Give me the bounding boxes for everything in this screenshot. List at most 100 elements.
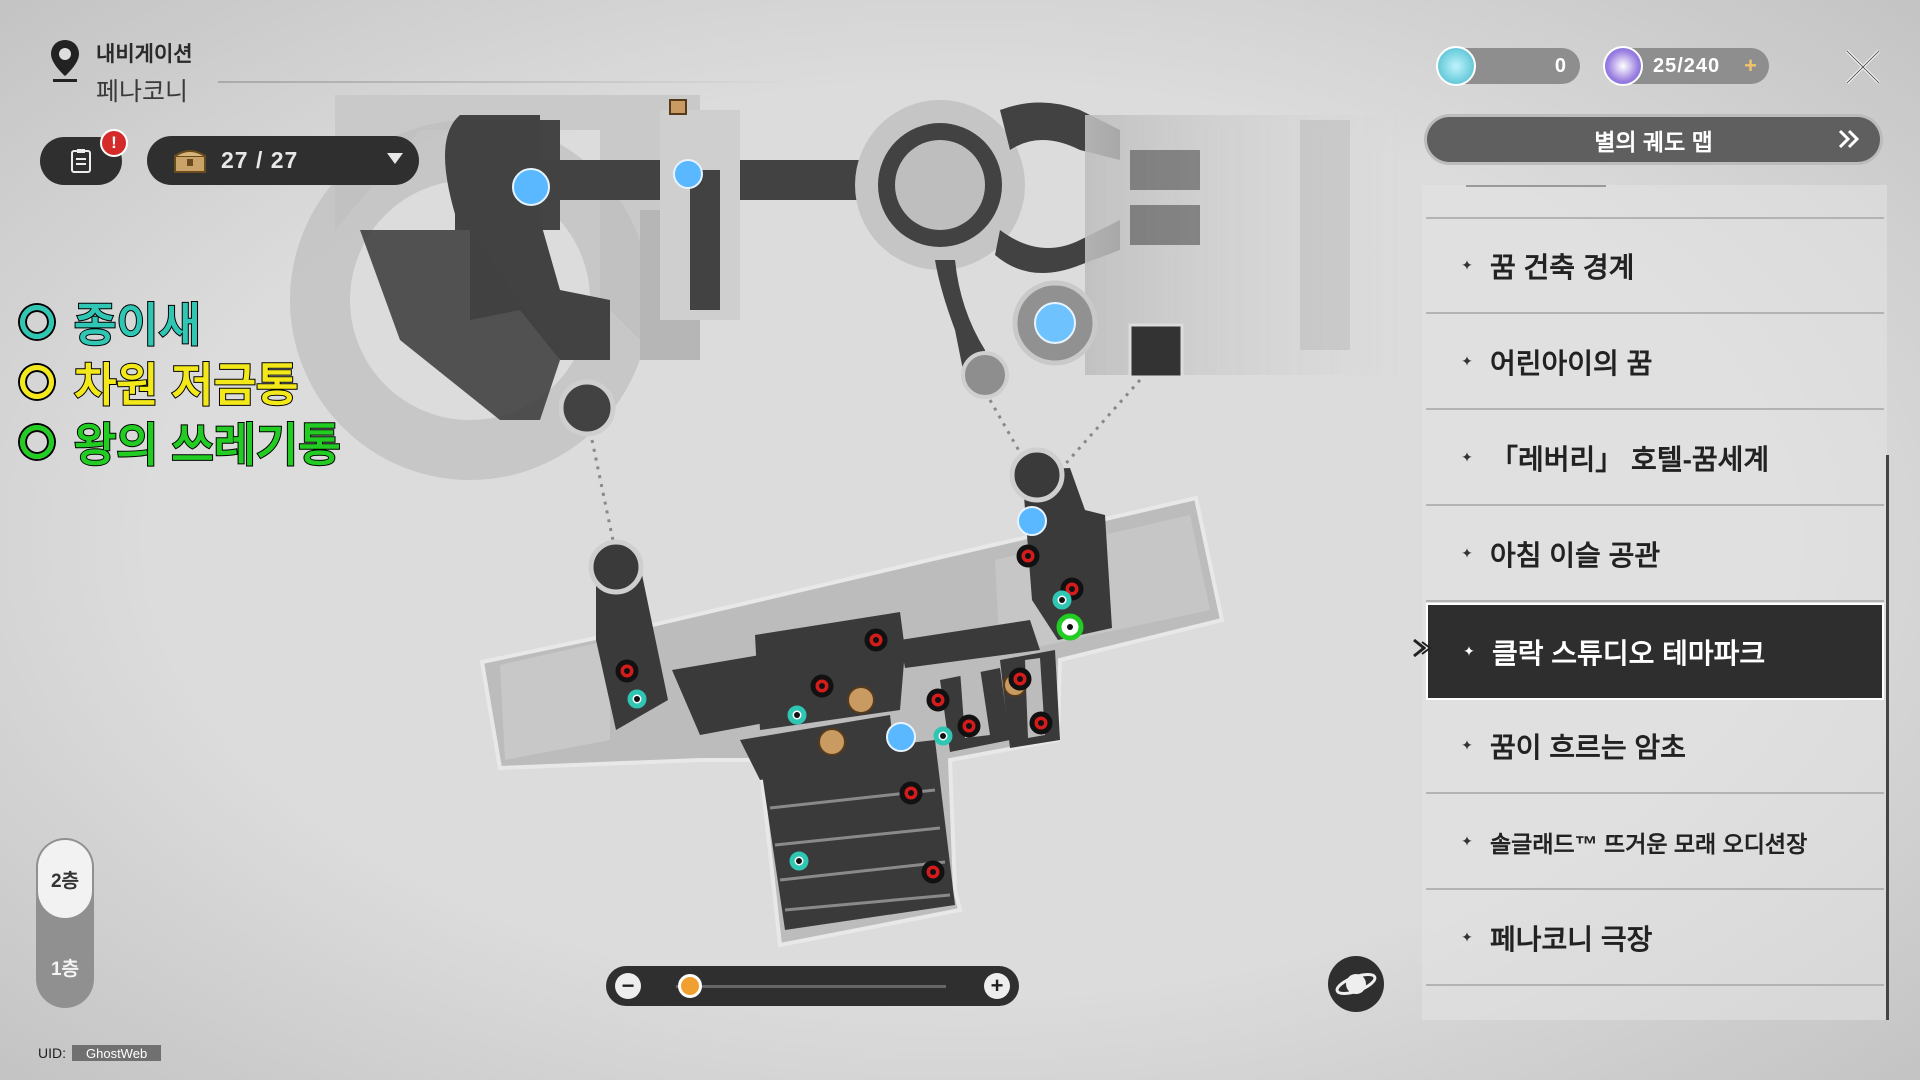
area-list-label: 어린아이의 꿈 xyxy=(1490,347,1653,379)
teleport-icons xyxy=(512,159,1076,752)
legend-ring-icon xyxy=(20,425,54,459)
star-rail-map-button[interactable]: 별의 궤도 맵 xyxy=(1427,117,1880,162)
film-reel-icon[interactable] xyxy=(512,168,550,206)
area-list-label: 솔글래드™ 뜨거운 모래 오디션장 xyxy=(1490,830,1808,857)
navigation-title: 내비게이션 xyxy=(96,43,193,66)
star-bullet-icon: ✦ xyxy=(1461,353,1473,369)
trailblaze-power-value: 25/240 xyxy=(1653,54,1721,77)
legend-ring-icon xyxy=(20,365,54,399)
red-markers xyxy=(615,544,1084,884)
fuel-icon xyxy=(1436,46,1476,86)
area-list-item[interactable]: ✦ 어린아이의 꿈 xyxy=(1426,315,1884,410)
trash-can-marker-center xyxy=(1067,624,1073,630)
panel-title: 별의 궤도 맵 xyxy=(1594,128,1713,155)
legend-item: 차원 저금통 xyxy=(20,352,341,412)
teleport-icon[interactable] xyxy=(1034,302,1076,344)
legend-label: 왕의 쓰레기통 xyxy=(73,418,342,472)
legend-item: 종이새 xyxy=(20,292,341,352)
floor-2-button[interactable]: 2층 xyxy=(38,840,92,918)
area-list-item[interactable]: ✦ 클락 스튜디오 테마파크 xyxy=(1426,603,1884,700)
zoom-slider-track[interactable] xyxy=(676,985,946,988)
treasure-chest-icon xyxy=(174,149,206,173)
paper-bird-marker-center xyxy=(1059,597,1065,603)
legend-item: 왕의 쓰레기통 xyxy=(20,412,342,472)
navigation-label: 내비게이션 페나코니 xyxy=(48,38,193,108)
legend-ring-icon xyxy=(20,305,54,339)
star-bullet-icon: ✦ xyxy=(1461,929,1473,945)
uid-value: GhostWeb xyxy=(72,1045,162,1061)
planet-icon xyxy=(1335,973,1377,995)
uid-display: UID: GhostWeb xyxy=(38,1045,162,1061)
red-map-marker-center xyxy=(966,723,972,729)
treasure-chest-dropdown[interactable]: 27 / 27 xyxy=(147,136,419,185)
chevron-down-icon xyxy=(387,153,403,164)
area-list-label: 클락 스튜디오 테마파크 xyxy=(1492,637,1766,669)
star-bullet-icon: ✦ xyxy=(1461,257,1473,273)
fuel-value: 0 xyxy=(1554,54,1566,77)
legend: 종이새 차원 저금통 왕의 쓰레기통 xyxy=(20,292,342,472)
connection-lines xyxy=(590,379,1142,551)
space-anchor-icon[interactable] xyxy=(673,159,703,189)
navigation-divider xyxy=(218,81,798,83)
star-bullet-icon: ✦ xyxy=(1463,643,1475,659)
star-bullet-icon: ✦ xyxy=(1461,737,1473,753)
red-map-marker-center xyxy=(624,668,630,674)
red-map-marker-center xyxy=(819,683,825,689)
red-map-marker-center xyxy=(873,637,879,643)
panel-scrollbar[interactable] xyxy=(1886,455,1889,1020)
location-pin-icon xyxy=(51,40,79,82)
double-chevron-right-icon xyxy=(1838,129,1860,149)
teleport-icon[interactable] xyxy=(1017,506,1047,536)
planet-view-button[interactable] xyxy=(1328,956,1384,1012)
red-map-marker-center xyxy=(1017,676,1023,682)
paper-bird-marker-center xyxy=(796,858,802,864)
area-list-item[interactable]: ✦ 꿈이 흐르는 암초 xyxy=(1426,699,1884,794)
zoom-slider-handle[interactable] xyxy=(677,974,702,998)
area-list-label: 꿈 건축 경계 xyxy=(1490,251,1635,283)
area-list-label: 「레버리」 호텔-꿈세계 xyxy=(1490,443,1770,475)
area-list-item[interactable]: ✦ 솔글래드™ 뜨거운 모래 오디션장 xyxy=(1426,795,1884,890)
area-list-item[interactable]: ✦ 꿈 건축 경계 xyxy=(1426,219,1884,314)
add-power-button[interactable]: + xyxy=(1744,53,1757,78)
list-top-divider xyxy=(1466,185,1606,187)
star-bullet-icon: ✦ xyxy=(1461,833,1473,849)
zoom-in-button[interactable]: + xyxy=(984,973,1010,999)
area-list-label: 페나코니 극장 xyxy=(1490,923,1653,955)
star-bullet-icon: ✦ xyxy=(1461,449,1473,465)
fuel-counter[interactable]: 0 xyxy=(1436,46,1580,86)
region-name: 페나코니 xyxy=(96,78,189,106)
zoom-out-button[interactable]: − xyxy=(615,973,641,999)
space-anchor-icon[interactable] xyxy=(886,722,916,752)
paper-bird-marker-center xyxy=(794,712,800,718)
paper-bird-marker-center xyxy=(634,696,640,702)
area-list-label: 아침 이슬 공관 xyxy=(1490,539,1661,571)
area-list-item[interactable]: ✦ 「레버리」 호텔-꿈세계 xyxy=(1426,411,1884,506)
exit-icon xyxy=(669,99,687,115)
area-list-item[interactable]: ✦ 페나코니 극장 xyxy=(1426,891,1884,986)
legend-label: 차원 저금통 xyxy=(73,358,299,412)
area-list-label: 꿈이 흐르는 암초 xyxy=(1490,731,1686,763)
floor-1-button[interactable]: 1층 xyxy=(50,958,80,980)
area-list-item[interactable]: ✦ 아침 이슬 공관 xyxy=(1426,507,1884,602)
star-bullet-icon: ✦ xyxy=(1461,545,1473,561)
zoom-control: − + xyxy=(606,966,1019,1006)
film-reel-icon[interactable] xyxy=(847,686,875,714)
legend-label: 종이새 xyxy=(73,298,202,352)
paper-bird-marker-center xyxy=(940,733,946,739)
close-icon[interactable] xyxy=(1843,47,1883,87)
cyan-markers xyxy=(627,590,1072,871)
selection-arrow-icon xyxy=(1413,638,1432,658)
trailblaze-power-icon xyxy=(1603,46,1643,86)
area-list[interactable]: ✦ 꿈 건축 경계 ✦ 어린아이의 꿈 ✦ 「레버리」 호텔-꿈세계 ✦ 아침 이슬 공관 ✦ 클… xyxy=(1422,185,1887,1020)
quest-list-icon xyxy=(71,149,91,173)
red-map-marker-center xyxy=(908,790,914,796)
red-map-marker-center xyxy=(1025,553,1031,559)
trailblaze-power-counter[interactable]: 25/240 + xyxy=(1603,46,1769,86)
camera-icon[interactable] xyxy=(818,728,846,756)
red-map-marker-center xyxy=(935,697,941,703)
red-map-marker-center xyxy=(1038,720,1044,726)
chest-count: 27 / 27 xyxy=(221,147,299,173)
red-map-marker-center xyxy=(1069,586,1075,592)
list-divider xyxy=(1426,217,1884,219)
uid-label: UID: xyxy=(38,1045,66,1061)
